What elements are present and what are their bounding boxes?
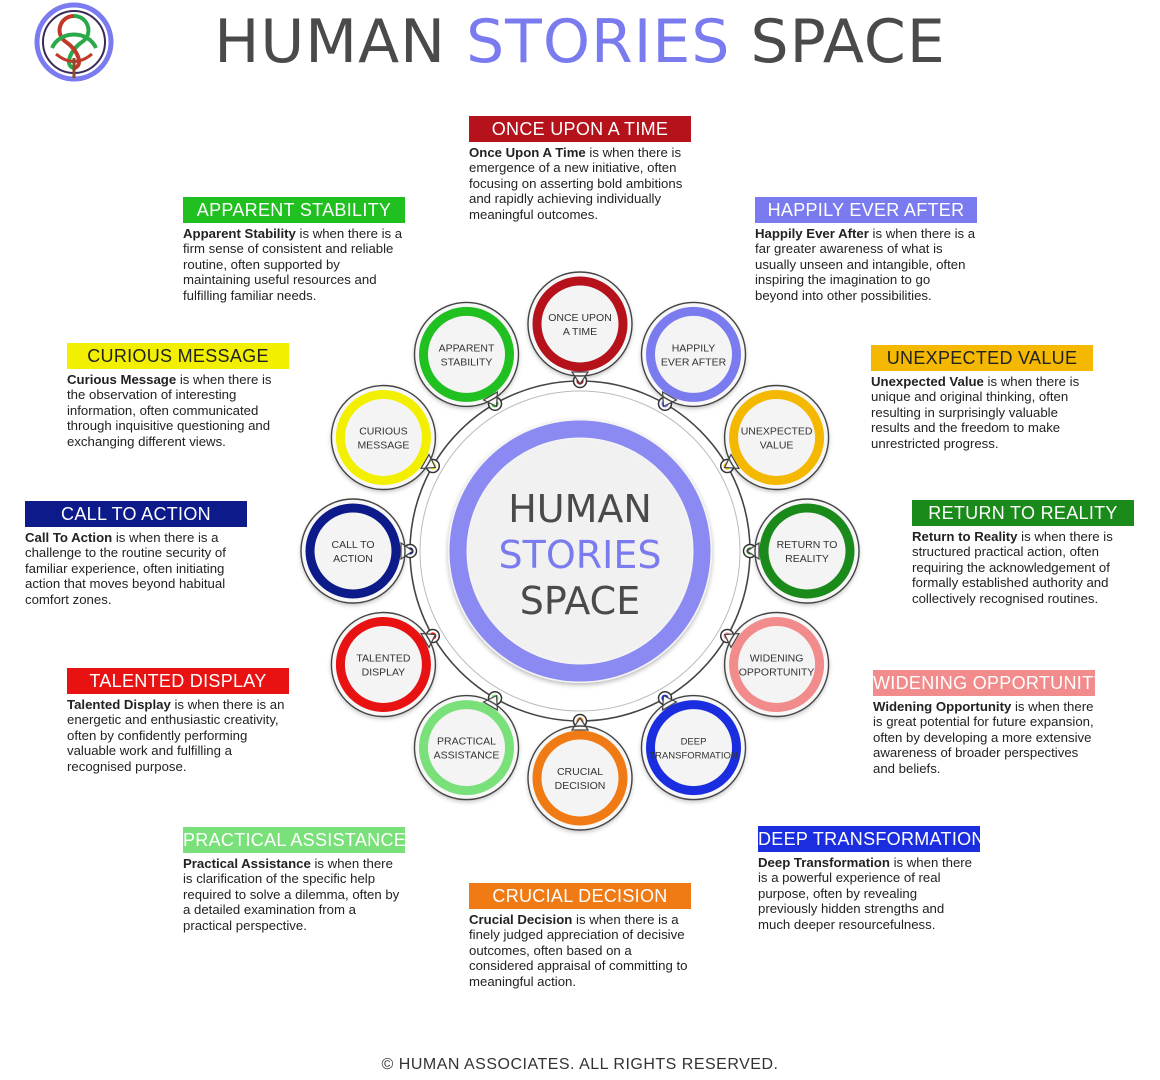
node-practical-assistance: PRACTICAL ASSISTANCE	[413, 694, 520, 801]
page-title: HUMAN STORIES SPACE	[0, 2, 1160, 82]
story-term: Apparent Stability	[183, 226, 296, 241]
node-curious-message: CURIOUS MESSAGE	[330, 384, 437, 491]
story-description: Curious Message is when there is the obs…	[67, 372, 272, 449]
story-box-once-upon-a-time: ONCE UPON A TIME Once Upon A Time is when…	[469, 116, 691, 222]
node-once-upon-a-time: ONCE UPON A TIME	[527, 271, 633, 386]
node-label-line-1: ONCE UPON	[548, 312, 612, 324]
story-heading: RETURN TO REALITY	[912, 500, 1134, 526]
node-label-line-1: HAPPILY	[672, 342, 716, 354]
story-box-talented-display: TALENTED DISPLAY Talented Display is when…	[67, 668, 289, 774]
story-description: Practical Assistance is when there is cl…	[183, 856, 400, 933]
node-label-line-1: WIDENING	[750, 653, 804, 665]
story-description: Once Upon A Time is when there is emerge…	[469, 145, 683, 222]
node-label-line-1: APPARENT	[439, 342, 495, 354]
title-word-3: SPACE	[750, 7, 946, 77]
copyright-footer: © HUMAN ASSOCIATES. ALL RIGHTS RESERVED.	[381, 1056, 779, 1073]
story-heading: APPARENT STABILITY	[183, 197, 405, 223]
node-return-to-reality: RETURN TO REALITY	[745, 498, 860, 604]
story-description: Apparent Stability is when there is a fi…	[183, 226, 403, 303]
node-label-line-2: DISPLAY	[362, 667, 406, 679]
story-description: Crucial Decision is when there is a fine…	[469, 912, 688, 989]
node-label-line-2: OPPORTUNITY	[739, 667, 815, 679]
story-term: Happily Ever After	[755, 226, 869, 241]
node-apparent-stability: APPARENT STABILITY	[413, 301, 520, 408]
story-box-apparent-stability: APPARENT STABILITY Apparent Stability is …	[183, 197, 405, 303]
story-description: Call To Action is when there is a challe…	[25, 530, 226, 607]
node-label-line-1: RETURN TO	[777, 539, 838, 551]
story-heading: DEEP TRANSFORMATION	[758, 826, 984, 852]
story-heading: ONCE UPON A TIME	[469, 116, 691, 142]
node-label-line-2: REALITY	[785, 553, 829, 565]
node-label-line-1: CURIOUS	[359, 426, 407, 438]
story-heading: CALL TO ACTION	[25, 501, 247, 527]
title-word-1: HUMAN	[214, 7, 446, 77]
node-talented-display: TALENTED DISPLAY	[330, 611, 437, 718]
node-label-line-1: CALL TO	[332, 539, 375, 551]
node-widening-opportunity: WIDENING OPPORTUNITY	[723, 611, 830, 718]
node-call-to-action: CALL TO ACTION	[300, 498, 415, 604]
node-deep-transformation: DEEP TRANSFORMATION	[640, 694, 747, 801]
story-heading: HAPPILY EVER AFTER	[755, 197, 977, 223]
story-term: Once Upon A Time	[469, 145, 586, 160]
node-label-line-1: PRACTICAL	[437, 736, 496, 748]
story-heading: CRUCIAL DECISION	[469, 883, 691, 909]
story-description: Deep Transformation is when there is a p…	[758, 855, 973, 932]
node-label-line-2: EVER AFTER	[661, 356, 727, 368]
node-label-line-1: CRUCIAL	[557, 766, 603, 778]
story-description: Talented Display is when there is an ene…	[67, 697, 285, 774]
story-box-widening-opportunity: WIDENING OPPORTUNITY Widening Opportunity…	[873, 670, 1105, 776]
center-line-3: SPACE	[520, 579, 640, 623]
story-description: Happily Ever After is when there is a fa…	[755, 226, 976, 303]
node-label-line-1: DEEP	[681, 737, 707, 748]
story-box-return-to-reality: RETURN TO REALITY Return to Reality is wh…	[912, 500, 1134, 606]
node-label-line-2: ACTION	[333, 553, 373, 565]
story-heading: UNEXPECTED VALUE	[871, 345, 1093, 371]
story-term: Crucial Decision	[469, 912, 573, 927]
node-label-line-2: ASSISTANCE	[434, 750, 500, 762]
story-term: Return to Reality	[912, 529, 1018, 544]
story-box-crucial-decision: CRUCIAL DECISION Crucial Decision is when…	[469, 883, 691, 989]
story-box-happily-ever-after: HAPPILY EVER AFTER Happily Ever After is …	[755, 197, 977, 303]
story-description: Unexpected Value is when there is unique…	[871, 374, 1080, 451]
story-description: Widening Opportunity is when there is gr…	[873, 699, 1094, 776]
story-heading: CURIOUS MESSAGE	[67, 343, 289, 369]
story-heading: TALENTED DISPLAY	[67, 668, 289, 694]
story-term: Unexpected Value	[871, 374, 984, 389]
story-heading: PRACTICAL ASSISTANCE	[183, 827, 406, 853]
story-box-unexpected-value: UNEXPECTED VALUE Unexpected Value is when…	[871, 345, 1093, 451]
node-crucial-decision: CRUCIAL DECISION	[527, 716, 633, 831]
celtic-knot-logo	[34, 2, 114, 82]
node-label-line-2: DECISION	[555, 780, 606, 792]
center-line-2: STORIES	[499, 533, 662, 577]
story-box-call-to-action: CALL TO ACTION Call To Action is when the…	[25, 501, 247, 607]
title-word-2: STORIES	[466, 7, 731, 77]
story-term: Practical Assistance	[183, 856, 311, 871]
node-label-line-2: VALUE	[760, 440, 794, 452]
story-nodes: ONCE UPON A TIME HAPPILY EVER AFTER UNEXPECT…	[300, 271, 860, 831]
node-label-line-2: MESSAGE	[357, 440, 409, 452]
story-box-deep-transformation: DEEP TRANSFORMATION Deep Transformation i…	[758, 826, 984, 932]
node-label-line-2: TRANSFORMATION	[649, 751, 738, 762]
node-unexpected-value: UNEXPECTED VALUE	[723, 384, 830, 491]
node-label-line-1: UNEXPECTED	[741, 426, 813, 438]
story-term: Deep Transformation	[758, 855, 890, 870]
center-circle: HUMAN STORIES SPACE	[448, 419, 712, 683]
story-term: Widening Opportunity	[873, 699, 1012, 714]
story-term: Curious Message	[67, 372, 177, 387]
story-box-curious-message: CURIOUS MESSAGE Curious Message is when t…	[67, 343, 289, 449]
story-description: Return to Reality is when there is struc…	[912, 529, 1113, 606]
story-term: Call To Action	[25, 530, 113, 545]
story-heading: WIDENING OPPORTUNITY	[873, 670, 1105, 696]
story-term: Talented Display	[67, 697, 171, 712]
center-line-1: HUMAN	[508, 487, 652, 531]
node-label-line-2: STABILITY	[441, 356, 493, 368]
node-label-line-2: A TIME	[563, 326, 597, 338]
node-label-line-1: TALENTED	[356, 653, 410, 665]
story-box-practical-assistance: PRACTICAL ASSISTANCE Practical Assistance…	[183, 827, 406, 933]
node-happily-ever-after: HAPPILY EVER AFTER	[640, 301, 747, 408]
